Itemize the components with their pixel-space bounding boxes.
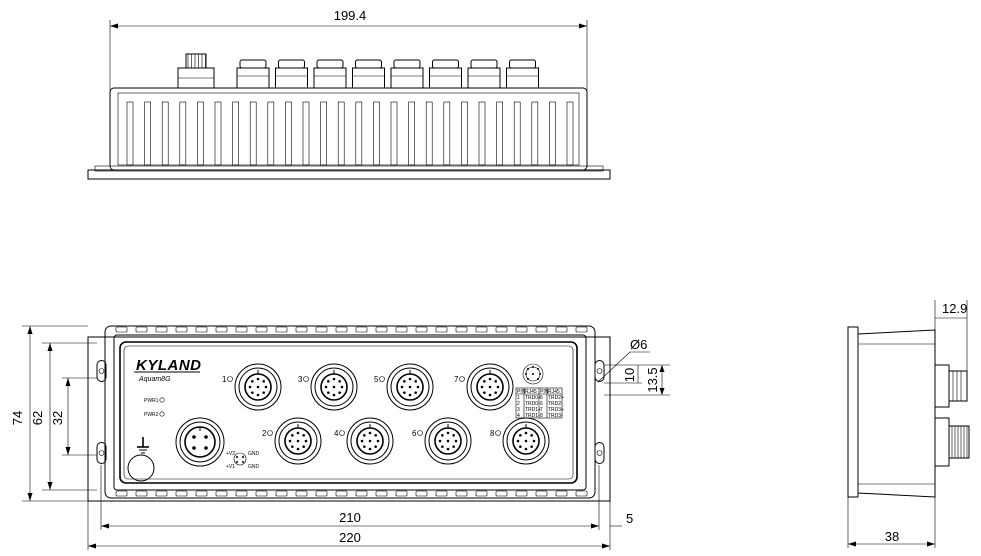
pin-table-header: RJ45 xyxy=(548,389,560,395)
power-pin-label: +V1 xyxy=(226,464,235,470)
m12-port[interactable]: 4 xyxy=(334,417,394,465)
port-led xyxy=(227,376,233,382)
pin-table-header: PIN xyxy=(517,389,526,395)
pwr2-led xyxy=(159,411,165,417)
power-pin-label: GND xyxy=(248,464,260,470)
pin-table-cell: TRD1- xyxy=(525,413,540,419)
pwr1-label: PWR1 xyxy=(144,398,159,404)
port-led xyxy=(303,376,309,382)
port-led xyxy=(267,430,273,436)
pwr2-label: PWR2 xyxy=(144,412,159,418)
port-led xyxy=(459,376,465,382)
top-power-connector xyxy=(177,53,215,89)
pin-table-cell: TRD2+ xyxy=(548,395,564,401)
pin-table-cell: 6 xyxy=(540,401,543,407)
pwr1-led xyxy=(159,397,165,403)
top-port-cap xyxy=(506,59,539,89)
top-port-cap xyxy=(236,59,270,89)
side-connector-top xyxy=(934,364,968,408)
top-port-cap xyxy=(390,59,424,89)
power-pinout: +V2 +V1 GND GND xyxy=(226,451,260,470)
m12-port[interactable]: 2 xyxy=(262,417,322,465)
pin-table-cell: TRD2- xyxy=(548,401,563,407)
power-connector xyxy=(175,417,225,467)
top-port-cap xyxy=(429,59,462,89)
pin-table-cell: TRD0+ xyxy=(525,395,541,401)
dim-slot-b: 13.5 xyxy=(645,367,660,392)
pin-table-cell: 3 xyxy=(517,407,520,413)
brand-logo: KYLAND xyxy=(136,357,202,374)
m12-ports: 1 3 5 7 2 4 6 8 xyxy=(222,363,550,465)
side-view: 12.9 38 xyxy=(847,300,970,548)
pin-table-cell: TRD3+ xyxy=(548,407,564,413)
pin-table-cell: 1 xyxy=(517,395,520,401)
ground-screw xyxy=(127,454,155,482)
port-label: 6 xyxy=(412,429,417,438)
dim-height-total: 74 xyxy=(10,411,25,425)
pin-table-header: RJ45 xyxy=(525,389,537,395)
mounting-slot-left-bottom xyxy=(96,442,107,464)
dim-top-width: 199.4 xyxy=(334,8,367,23)
top-port-cap xyxy=(467,59,501,89)
dim-height-mount: 62 xyxy=(30,411,45,425)
mounting-slot-right-bottom xyxy=(594,442,605,464)
dim-side-connector: 12.9 xyxy=(942,301,967,316)
pin-table-cell: 7 xyxy=(540,407,543,413)
pin-table-cell: 5 xyxy=(540,395,543,401)
port-led xyxy=(339,430,345,436)
pin-table-cell: 4 xyxy=(517,413,520,419)
front-height-dims: 74 62 32 xyxy=(10,325,97,502)
port-led xyxy=(495,430,501,436)
port-label: 1 xyxy=(222,375,227,384)
dim-width-total: 220 xyxy=(339,530,361,545)
m12-port[interactable]: 8 xyxy=(490,417,550,465)
dim-hole-diameter: Ø6 xyxy=(630,337,647,352)
pin-table-cell: TRD1+ xyxy=(525,407,541,413)
dim-offset: 5 xyxy=(626,511,633,526)
pin-table-cell: TRD0- xyxy=(525,401,540,407)
port-led xyxy=(417,430,423,436)
port-label: 7 xyxy=(454,375,459,384)
pin-table-cell: 8 xyxy=(540,413,543,419)
power-pin-label: GND xyxy=(248,451,260,457)
m12-port[interactable]: 1 xyxy=(222,363,282,411)
top-port-cap xyxy=(275,59,308,89)
ground-icon xyxy=(137,437,149,454)
m12-port[interactable]: 6 xyxy=(412,417,472,465)
pin-table-cell: 2 xyxy=(517,401,520,407)
port-label: 2 xyxy=(262,429,267,438)
pin-table-header: PIN xyxy=(540,389,549,395)
power-pin-label: +V2 xyxy=(226,451,235,457)
port-label: 8 xyxy=(490,429,495,438)
slot-dims: Ø6 10 13.5 xyxy=(597,337,670,396)
pin-table-cell: TRD3- xyxy=(548,413,563,419)
port-led xyxy=(379,376,385,382)
model-name: Aquam8G xyxy=(138,376,171,383)
front-width-dims: 210 220 5 xyxy=(87,465,633,550)
m12-port[interactable]: 5 xyxy=(374,363,434,411)
dim-width-holes: 210 xyxy=(339,510,361,525)
front-view: KYLAND Aquam8G PWR1 PWR2 xyxy=(10,325,670,550)
mounting-slot-right-top xyxy=(594,360,605,382)
mounting-slot-left-top xyxy=(96,360,107,382)
top-connectors xyxy=(177,53,539,89)
port-label: 4 xyxy=(334,429,339,438)
port-label: 5 xyxy=(374,375,379,384)
m12-port[interactable]: 7 xyxy=(454,363,514,411)
top-port-cap xyxy=(313,59,347,89)
port-label: 3 xyxy=(298,375,303,384)
side-connector-bottom xyxy=(934,417,970,467)
dim-slot-a: 10 xyxy=(622,368,637,382)
pinout-diagram xyxy=(522,363,544,385)
m12-port[interactable]: 3 xyxy=(298,363,358,411)
dim-side-depth: 38 xyxy=(885,529,899,544)
top-port-cap xyxy=(352,59,385,89)
top-view: 199.4 xyxy=(87,8,611,180)
dim-height-inner: 32 xyxy=(50,411,65,425)
